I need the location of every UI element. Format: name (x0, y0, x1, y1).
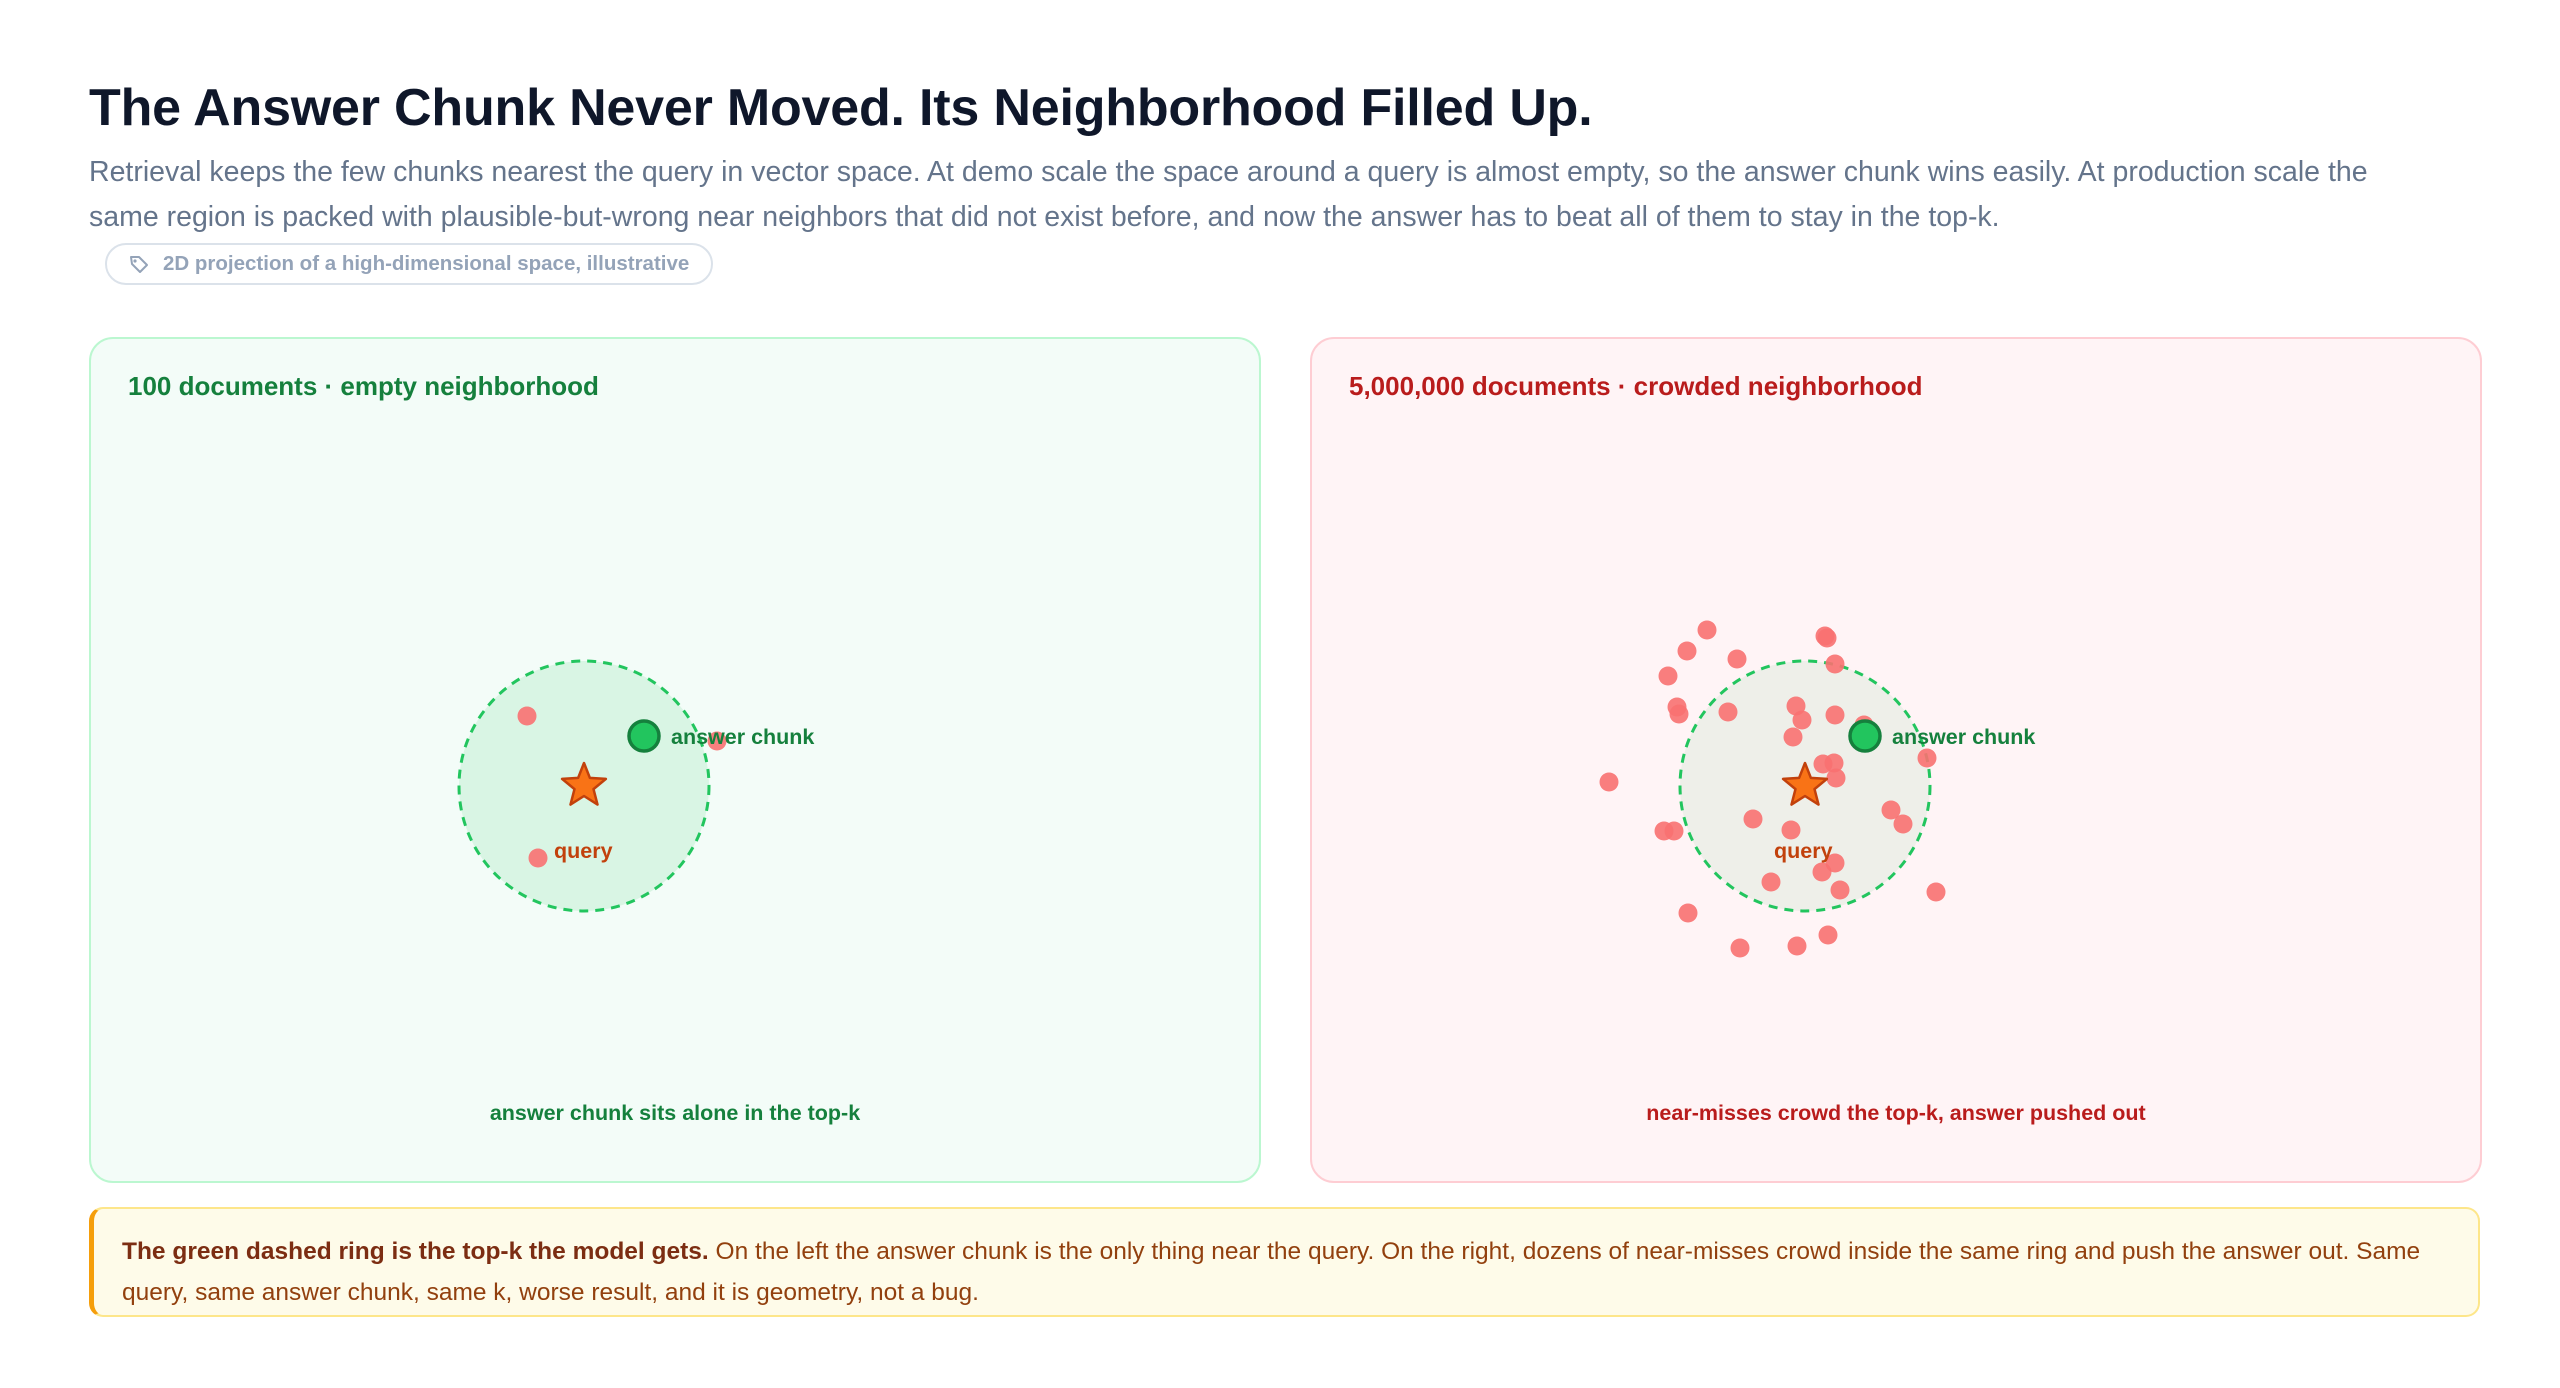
near-miss-point (707, 731, 727, 751)
answer-chunk-label: answer chunk (671, 725, 814, 749)
panel-caption: near-misses crowd the top-k, answer push… (1646, 1101, 2146, 1125)
near-miss-point (1761, 872, 1781, 892)
near-miss-point (1658, 666, 1678, 686)
plot-small-corpus: answer chunk query (457, 659, 814, 913)
panel-small-corpus: answer chunk query 100 documents · empty … (89, 337, 1261, 1183)
near-miss-point (1697, 620, 1717, 640)
near-miss-point (1677, 641, 1697, 661)
near-miss-point (1926, 882, 1946, 902)
near-miss-point (1818, 925, 1838, 945)
query-star (1781, 761, 1829, 806)
illustrative-tag: 2D projection of a high-dimensional spac… (105, 243, 714, 285)
query-star (560, 761, 608, 806)
note-lead: The green dashed ring is the top-k the m… (122, 1238, 709, 1265)
near-miss-point (1893, 814, 1913, 834)
near-miss-point (1727, 649, 1747, 669)
near-miss-point (1830, 880, 1850, 900)
explanation-note: The green dashed ring is the top-k the m… (89, 1207, 2480, 1317)
near-miss-point (1667, 697, 1687, 717)
note-body: On the left the answer chunk is the only… (122, 1238, 2421, 1306)
near-miss-point (1599, 772, 1619, 792)
panel-title: 5,000,000 documents · crowded neighborho… (1349, 371, 1923, 401)
near-miss-point (1881, 800, 1901, 820)
plot-large-corpus: answer chunk query (1599, 620, 2035, 958)
near-miss-point (1718, 702, 1738, 722)
near-miss-point (1783, 727, 1803, 747)
panel-caption: answer chunk sits alone in the top-k (489, 1101, 861, 1125)
near-miss-point (1812, 862, 1832, 882)
answer-chunk-point (1848, 719, 1882, 753)
query-label: query (1774, 839, 1833, 863)
near-miss-point (1826, 768, 1846, 788)
tag-label: 2D projection of a high-dimensional spac… (163, 252, 690, 275)
answer-chunk-label: answer chunk (1892, 725, 2035, 749)
page-subtitle: Retrieval keeps the few chunks nearest t… (89, 156, 2368, 233)
near-miss-point (1781, 820, 1801, 840)
near-miss-point (1825, 654, 1845, 674)
page-title: The Answer Chunk Never Moved. Its Neighb… (89, 79, 1593, 137)
near-miss-point (1743, 809, 1763, 829)
near-miss-point (517, 706, 537, 726)
near-miss-point (528, 848, 548, 868)
near-miss-point (1792, 710, 1812, 730)
near-miss-point (1787, 936, 1807, 956)
panel-title: 100 documents · empty neighborhood (128, 371, 599, 401)
answer-chunk-point (627, 719, 661, 753)
panel-large-corpus: answer chunk query 5,000,000 documents · … (1310, 337, 2482, 1183)
tag-icon (130, 256, 148, 273)
near-miss-point (1825, 705, 1845, 725)
near-miss-point (1654, 821, 1674, 841)
near-miss-point (1824, 753, 1844, 773)
query-label: query (554, 839, 613, 863)
near-miss-point (1917, 748, 1937, 768)
near-miss-point (1730, 938, 1750, 958)
near-miss-point (1817, 628, 1837, 648)
near-miss-point (1678, 903, 1698, 923)
